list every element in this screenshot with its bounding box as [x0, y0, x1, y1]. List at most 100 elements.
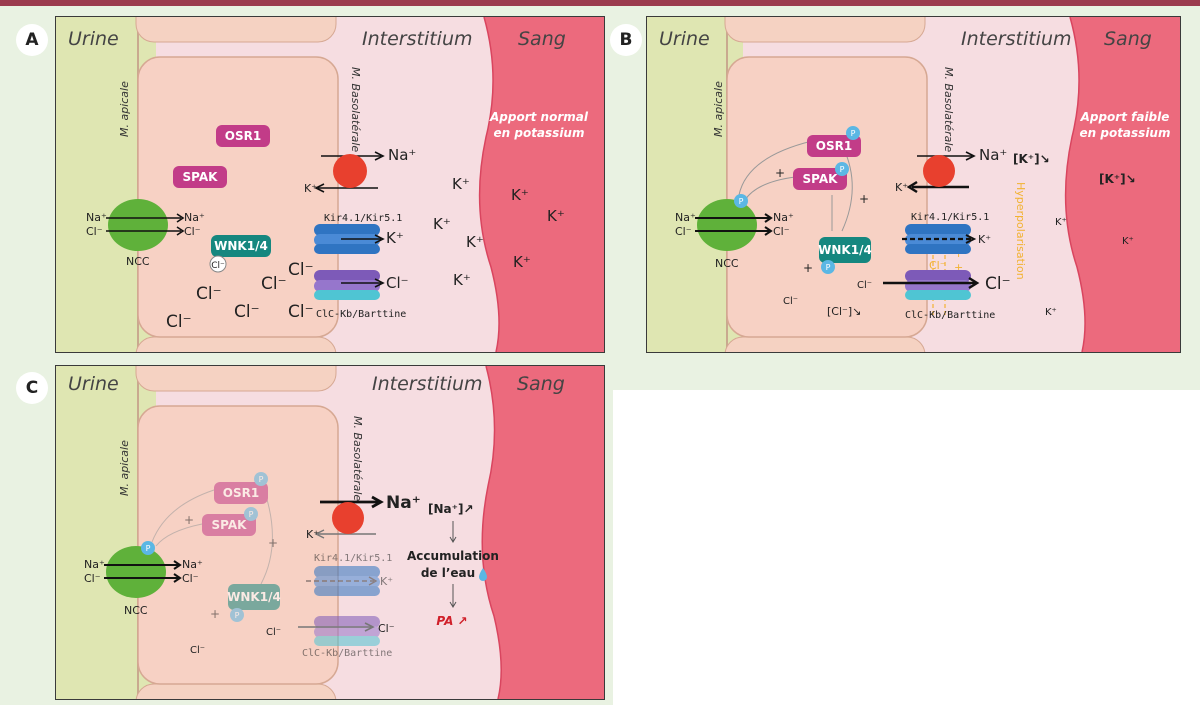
- wnk-cl-bound: [209, 255, 227, 273]
- panel-b: Urine Interstitium Sang M. apicale M. Ba…: [646, 16, 1181, 353]
- ncc-na-out: Na⁺: [773, 211, 794, 224]
- phospho-label: P: [851, 129, 856, 138]
- ncc-cl-out: Cl⁻: [184, 225, 201, 238]
- apical-label: M. apicale: [118, 81, 131, 137]
- interstitium-label: Interstitium: [372, 373, 483, 395]
- cell-cl-conc: [Cl⁻]↘: [827, 305, 861, 318]
- sang-label: Sang: [1104, 28, 1152, 50]
- pump-na-label: Na⁺: [388, 146, 416, 164]
- ncc-transporter: [697, 199, 757, 251]
- clc-cl-label: Cl⁻: [378, 622, 395, 635]
- minus-sign: Cl⁻: [929, 259, 946, 272]
- clc-label: ClC-Kb/Barttine: [905, 310, 995, 321]
- plus-sign: +: [954, 261, 963, 274]
- spak-label: SPAK: [803, 172, 839, 186]
- spak-box: [202, 514, 256, 536]
- ncc-label: NCC: [126, 255, 150, 268]
- spak-box: [173, 166, 227, 188]
- interstitium-k: K⁺: [452, 175, 470, 193]
- ncc-transporter: [106, 546, 166, 598]
- phospho-icon: [254, 472, 268, 486]
- wnk-box: [228, 584, 280, 610]
- plus-sign: +: [210, 607, 220, 621]
- sang-note-1: Apport faible: [1080, 110, 1170, 124]
- plus-sign: +: [268, 536, 278, 550]
- kir-k-label: K⁺: [386, 229, 404, 247]
- ncc-label: NCC: [715, 257, 739, 270]
- interstitium-k: K⁺: [466, 233, 484, 251]
- cell-cl: Cl⁻: [266, 627, 281, 638]
- phospho-icon: [244, 507, 258, 521]
- na-k-pump: [923, 155, 955, 187]
- osr1-label: OSR1: [223, 486, 259, 500]
- na-k-pump: [333, 154, 367, 188]
- wnk-box: [819, 237, 871, 263]
- panel-c: Urine Interstitium Sang M. apicale M. Ba…: [55, 365, 605, 700]
- hyperpol-label: Hyperpolarisation: [1014, 182, 1027, 280]
- phospho-icon: [734, 194, 748, 208]
- cell-cl: Cl⁻: [857, 280, 872, 291]
- ncc-cl-out: Cl⁻: [773, 225, 790, 238]
- phospho-icon: [141, 541, 155, 555]
- urine-label: Urine: [68, 373, 119, 395]
- top-color-bar: [0, 0, 1200, 6]
- wnk-label: WNK1/4: [227, 590, 281, 604]
- wnk-cl-label: Cl⁻: [211, 261, 225, 271]
- apical-label: M. apicale: [118, 440, 131, 496]
- ncc-label: NCC: [124, 604, 148, 617]
- wnk-box: [211, 235, 271, 257]
- kir-label: Kir4.1/Kir5.1: [911, 212, 989, 223]
- basolateral-label: M. Basolatérale: [351, 416, 364, 501]
- phospho-label: P: [826, 263, 831, 272]
- blood-k: K⁺: [1122, 236, 1134, 247]
- spak-label: SPAK: [212, 518, 248, 532]
- clc-channel: [314, 626, 380, 638]
- clc-label: ClC-Kb/Barttine: [316, 309, 406, 320]
- pump-k-label: K⁺: [895, 181, 908, 194]
- pump-na-label: Na⁺: [386, 493, 421, 513]
- cell-cl: Cl⁻: [196, 284, 222, 304]
- panel-b-badge: B: [610, 24, 642, 56]
- water-drop-icon: [479, 568, 487, 581]
- pump-na-label: Na⁺: [979, 146, 1007, 164]
- kir-label: Kir4.1/Kir5.1: [314, 553, 392, 564]
- plus-sign: +: [184, 513, 194, 527]
- blood-k: K⁺: [513, 253, 531, 271]
- phospho-icon: [230, 608, 244, 622]
- panel-c-badge: C: [16, 372, 48, 404]
- cell-cl: Cl⁻: [190, 645, 205, 656]
- accumulation-label-2: de l’eau: [421, 566, 475, 580]
- osr1-box: [214, 482, 268, 504]
- spak-label: SPAK: [183, 170, 219, 184]
- blood-k-conc: [K⁺]↘: [1099, 172, 1136, 186]
- cell-cl: Cl⁻: [261, 274, 287, 294]
- cell-cl: Cl⁻: [234, 302, 260, 322]
- osr1-label: OSR1: [816, 139, 852, 153]
- ncc-cl-in: Cl⁻: [86, 225, 103, 238]
- osr1-box: [216, 125, 270, 147]
- cell-cl: Cl⁻: [288, 260, 314, 280]
- panel-a: Urine Interstitium Sang M. apicale M. Ba…: [55, 16, 605, 353]
- spak-box: [793, 168, 847, 190]
- interstitium-k: K⁺: [453, 271, 471, 289]
- apical-label: M. apicale: [712, 81, 725, 137]
- plus-sign: +: [775, 166, 785, 180]
- phospho-label: P: [259, 475, 264, 484]
- interstitium-k: K⁺: [1055, 217, 1067, 228]
- ncc-cl-in: Cl⁻: [675, 225, 692, 238]
- blood-k: K⁺: [547, 207, 565, 225]
- kir-channel: [314, 234, 380, 246]
- ncc-cl-in: Cl⁻: [84, 572, 101, 585]
- phospho-icon: [835, 162, 849, 176]
- urine-label: Urine: [659, 28, 710, 50]
- cell-cl: Cl⁻: [783, 296, 798, 307]
- interstitium-k: K⁺: [433, 215, 451, 233]
- empty-area: [613, 390, 1200, 705]
- osr1-box: [807, 135, 861, 157]
- plus-sign: +: [859, 192, 869, 206]
- plus-sign: +: [803, 261, 813, 275]
- cell-cl: Cl⁻: [166, 312, 192, 332]
- pa-label: PA ↗: [436, 614, 467, 628]
- interstitium-k-conc: [K⁺]↘: [1013, 152, 1050, 166]
- kir-channel: [314, 576, 380, 588]
